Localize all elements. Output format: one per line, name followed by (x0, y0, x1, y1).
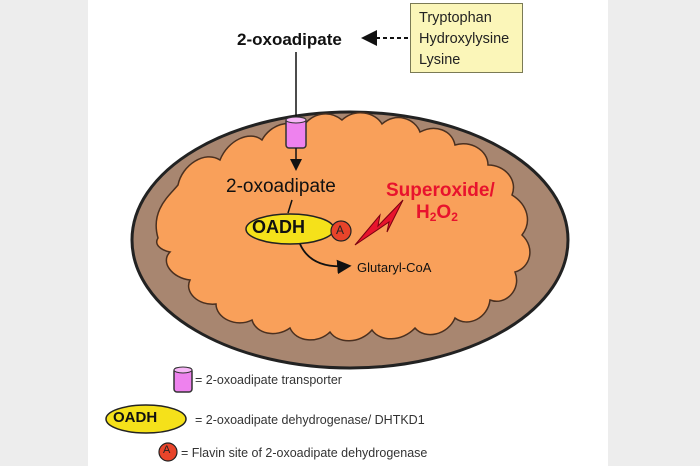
product-label: Glutaryl-CoA (357, 260, 432, 275)
legend-flavin-icon (158, 442, 178, 462)
source-item: Tryptophan (419, 10, 492, 26)
product-arrow (299, 243, 352, 275)
flavin-site-icon (330, 220, 352, 242)
enzyme-label: OADH (252, 217, 305, 237)
flavin-symbol: A (336, 223, 345, 237)
legend-enzyme-abbr: OADH (113, 409, 158, 426)
legend-enzyme-icon (105, 404, 187, 434)
source-amino-acids-box: Tryptophan Hydroxylysine Lysine (410, 3, 523, 73)
legend-flavin-symbol: A (163, 444, 171, 456)
legend-transporter-icon (173, 366, 193, 393)
outside-substrate-label: 2-oxoadipate (237, 30, 342, 49)
legend-flavin-text: = Flavin site of 2-oxoadipate dehydrogen… (181, 446, 428, 460)
source-item: Hydroxylysine (419, 31, 510, 47)
ros-line1: Superoxide/ (386, 180, 495, 201)
substrate-to-enzyme-line (287, 199, 293, 214)
lightning-bolt-icon (354, 199, 404, 246)
ros-line2: H2O2 (416, 202, 458, 224)
transporter-icon (285, 116, 307, 149)
legend-transporter-text: = 2-oxoadipate transporter (195, 373, 342, 387)
source-item: Lysine (419, 52, 461, 68)
inside-substrate-label: 2-oxoadipate (226, 176, 336, 197)
ros-label: Superoxide/ H2O2 (386, 180, 495, 228)
legend-enzyme-text: = 2-oxoadipate dehydrogenase/ DHTKD1 (195, 413, 425, 427)
